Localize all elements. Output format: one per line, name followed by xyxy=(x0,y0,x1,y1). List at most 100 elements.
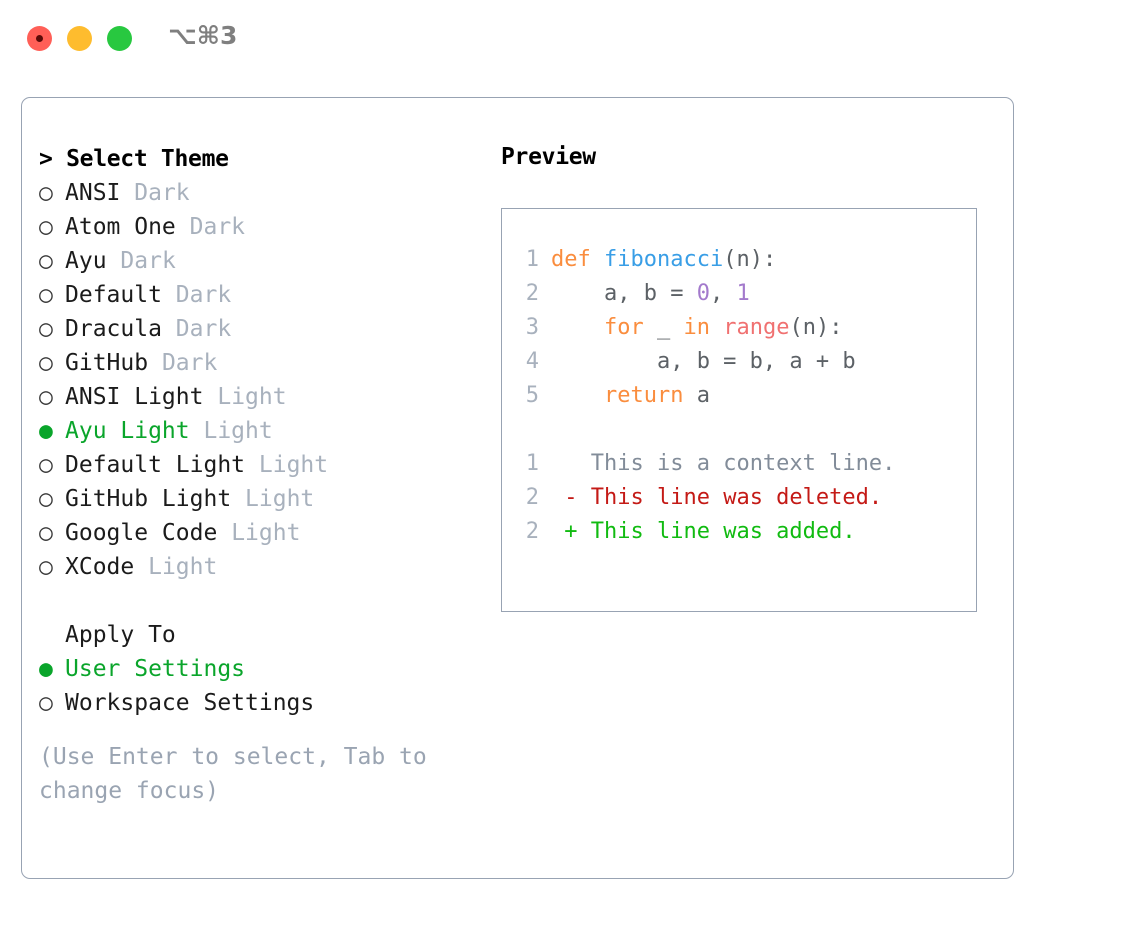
theme-option-category: Light xyxy=(245,486,315,512)
code-token: for xyxy=(603,315,644,340)
code-token xyxy=(551,315,604,340)
radio-unselected-icon: ○ xyxy=(39,350,53,376)
radio-unselected-icon: ○ xyxy=(39,486,53,512)
content-panel: > Select Theme ○ANSI Dark○Atom One Dark○… xyxy=(21,97,1014,879)
theme-option-name: XCode xyxy=(65,554,135,580)
line-number: 5 xyxy=(525,383,539,408)
theme-option[interactable]: ○ GitHub Dark xyxy=(39,346,479,380)
theme-option-category: Light xyxy=(258,452,329,478)
code-line: 5 return a xyxy=(517,379,976,413)
line-number: 1 xyxy=(525,247,539,272)
code-token: _ xyxy=(643,315,684,340)
diff-text: This line was deleted. xyxy=(590,485,883,510)
code-token xyxy=(710,315,723,340)
code-token: 1 xyxy=(736,281,750,306)
theme-list: ○ANSI Dark○Atom One Dark○Ayu Dark○Defaul… xyxy=(39,176,479,584)
code-token: def xyxy=(551,247,604,272)
radio-unselected-icon: ○ xyxy=(39,452,53,478)
radio-unselected-icon: ○ xyxy=(39,554,53,580)
diff-line: 2 + This line was added. xyxy=(517,515,976,549)
theme-option-name: ANSI xyxy=(65,180,121,206)
diff-sign: + xyxy=(551,519,591,544)
apply-to-option[interactable]: ●User Settings xyxy=(39,652,479,686)
code-token: 0 xyxy=(696,281,710,306)
code-token: a, b = b, a + b xyxy=(551,349,856,374)
theme-option-category: Dark xyxy=(175,282,232,308)
theme-option[interactable]: ○ Default Light Light xyxy=(39,448,479,482)
line-number: 1 xyxy=(525,451,539,476)
radio-unselected-icon: ○ xyxy=(39,248,53,274)
window-title: ⌥⌘3 xyxy=(168,21,238,50)
diff-sign xyxy=(551,451,591,476)
radio-unselected-icon: ○ xyxy=(39,520,53,546)
theme-option-name: GitHub Light xyxy=(65,486,232,512)
line-number: 2 xyxy=(525,519,539,544)
code-token: a xyxy=(683,383,710,408)
theme-option-name: Default xyxy=(65,282,162,308)
theme-option[interactable]: ○ Google Code Light xyxy=(39,516,479,550)
select-theme-header: > Select Theme xyxy=(39,146,229,172)
code-token: (n): xyxy=(789,315,843,340)
theme-option[interactable]: ○ Atom One Dark xyxy=(39,210,479,244)
theme-option-category: Dark xyxy=(134,180,190,206)
theme-option-name: Google Code xyxy=(65,520,218,546)
theme-option[interactable]: ○ GitHub Light Light xyxy=(39,482,479,516)
theme-option[interactable]: ○ Default Dark xyxy=(39,278,479,312)
apply-to-option-label: Workspace Settings xyxy=(65,690,315,716)
theme-option[interactable]: ●Ayu Light Light xyxy=(39,414,479,448)
radio-unselected-icon: ○ xyxy=(39,690,53,716)
code-token: (n): xyxy=(723,247,777,272)
code-token: range xyxy=(723,315,790,340)
maximize-button[interactable] xyxy=(107,26,132,51)
theme-option-category: Dark xyxy=(120,248,176,274)
code-token xyxy=(551,383,604,408)
radio-selected-icon: ● xyxy=(39,418,53,444)
preview-header: Preview xyxy=(501,144,596,170)
code-line: 4 a, b = b, a + b xyxy=(517,345,976,379)
apply-to-header: Apply To xyxy=(65,622,176,648)
diff-sample: 1 This is a context line. 2 - This line w… xyxy=(517,447,976,549)
line-number: 3 xyxy=(525,315,539,340)
theme-option-category: Light xyxy=(231,520,301,546)
theme-option-name: GitHub xyxy=(65,350,149,376)
code-token: , xyxy=(709,281,737,306)
code-line: 2 a, b = 0, 1 xyxy=(517,277,976,311)
theme-option-name: Atom One xyxy=(65,214,176,240)
theme-selection-column: > Select Theme ○ANSI Dark○Atom One Dark○… xyxy=(39,142,479,808)
apply-to-list: ●User Settings ○ Workspace Settings xyxy=(39,652,479,720)
theme-option[interactable]: ○XCode Light xyxy=(39,550,479,584)
radio-unselected-icon: ○ xyxy=(39,384,53,410)
apply-to-option[interactable]: ○ Workspace Settings xyxy=(39,686,479,720)
theme-option[interactable]: ○ANSI Light Light xyxy=(39,380,479,414)
close-button[interactable] xyxy=(27,26,52,51)
diff-line: 1 This is a context line. xyxy=(517,447,976,481)
line-number: 2 xyxy=(525,485,539,510)
code-token: return xyxy=(603,383,684,408)
preview-spacer xyxy=(517,413,976,447)
theme-option-category: Light xyxy=(217,384,287,410)
code-token: a, b = xyxy=(551,281,697,306)
minimize-button[interactable] xyxy=(67,26,92,51)
diff-text: This line was added. xyxy=(590,519,856,544)
diff-sign: - xyxy=(551,485,591,510)
theme-option-name: Ayu xyxy=(65,248,107,274)
theme-option[interactable]: ○Dracula Dark xyxy=(39,312,479,346)
theme-option-category: Dark xyxy=(175,316,232,342)
code-token: in xyxy=(683,315,710,340)
theme-option-category: Dark xyxy=(161,350,218,376)
keyboard-hint: (Use Enter to select, Tab to change focu… xyxy=(39,744,441,804)
theme-option[interactable]: ○ Ayu Dark xyxy=(39,244,479,278)
code-line: 3 for _ in range(n): xyxy=(517,311,976,345)
radio-selected-icon: ● xyxy=(39,656,53,682)
radio-unselected-icon: ○ xyxy=(39,282,53,308)
theme-option-name: Ayu Light xyxy=(65,418,190,444)
theme-option-category: Dark xyxy=(189,214,246,240)
radio-unselected-icon: ○ xyxy=(39,316,53,342)
theme-option-name: Default Light xyxy=(65,452,246,478)
radio-unselected-icon: ○ xyxy=(39,214,53,240)
theme-option[interactable]: ○ANSI Dark xyxy=(39,176,479,210)
